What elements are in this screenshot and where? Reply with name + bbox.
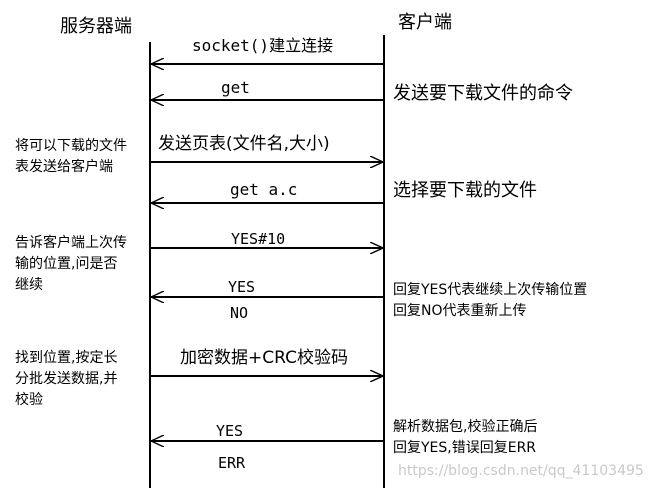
msg-get-label: get: [221, 78, 250, 97]
left-note-line: 分批发送数据,并: [15, 371, 118, 387]
msg-yesno-sublabel: NO: [230, 304, 248, 322]
right-note-line: 回复YES代表继续上次传输位置: [393, 282, 588, 298]
msg-yesno-label: YES: [228, 278, 255, 296]
right-note-parse-packet: 解析数据包,校验正确后 回复YES,错误回复ERR: [393, 417, 648, 459]
msg-getac-label: get a.c: [230, 180, 297, 199]
left-note-line: 告诉客户端上次传: [15, 235, 127, 251]
left-note-line: 输的位置,问是否: [15, 256, 118, 272]
right-note-line: 回复YES,错误回复ERR: [393, 440, 537, 456]
msg-socket-label: socket()建立连接: [192, 36, 333, 55]
msg-yeserr-sublabel: ERR: [218, 454, 246, 472]
msg-yeserr-label: YES: [216, 422, 243, 440]
server-header: 服务器端: [60, 16, 132, 37]
left-note-line: 校验: [15, 392, 43, 408]
right-note-line: 解析数据包,校验正确后: [393, 419, 538, 435]
right-note-line: 发送要下载文件的命令: [393, 83, 573, 104]
right-note-yes-no: 回复YES代表继续上次传输位置 回复NO代表重新上传: [393, 280, 648, 322]
right-note-download-command: 发送要下载文件的命令: [393, 82, 648, 106]
left-note-page-table: 将可以下载的文件 表发送给客户端: [15, 136, 155, 178]
left-note-send-batches: 找到位置,按定长 分批发送数据,并 校验: [15, 348, 155, 411]
left-note-line: 表发送给客户端: [15, 159, 113, 175]
left-note-line: 继续: [15, 277, 43, 293]
watermark: https://blog.csdn.net/qq_41103495: [398, 463, 644, 479]
left-note-line: 将可以下载的文件: [15, 138, 127, 154]
left-note-resume-position: 告诉客户端上次传 输的位置,问是否 继续: [15, 233, 155, 296]
client-header: 客户端: [398, 12, 452, 33]
left-note-line: 找到位置,按定长: [15, 350, 118, 366]
msg-data-label: 加密数据+CRC校验码: [180, 348, 348, 368]
right-note-select-file: 选择要下载的文件: [393, 179, 648, 203]
msg-yes10-label: YES#10: [231, 230, 285, 248]
right-note-line: 选择要下载的文件: [393, 180, 537, 201]
msg-pagetable-label: 发送页表(文件名,大小): [158, 134, 330, 154]
right-note-line: 回复NO代表重新上传: [393, 303, 527, 319]
